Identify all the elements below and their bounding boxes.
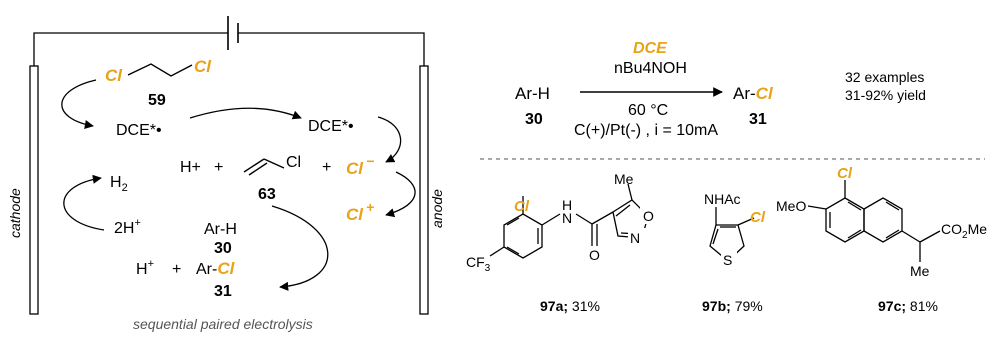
dce-cl-right: Cl (194, 57, 212, 76)
ex97c-methoxy: MeO (776, 198, 806, 214)
example-97c-structure (807, 180, 941, 262)
ex97c-methyl: Me (910, 263, 930, 279)
anode-label: anode (429, 189, 445, 228)
plus-3: + (172, 261, 181, 278)
proton-bottom: H+ (136, 258, 154, 278)
reaction-temperature: 60 °C (628, 102, 668, 119)
ex97a-methyl: Me (614, 171, 634, 187)
ex97a-ring-n: N (630, 230, 640, 246)
product-number: 31 (749, 111, 767, 128)
arrow-dce-reduction (61, 79, 97, 129)
arrow-chlorination (271, 205, 329, 291)
circuit-wire (33, 32, 425, 66)
dce-radical-right: DCE*• (308, 118, 354, 135)
arrow-hydrogen-evolution (63, 174, 105, 231)
arrow-fragmentation (377, 116, 402, 163)
product-compound-number: 31 (214, 283, 232, 300)
dce-compound-number: 59 (148, 92, 166, 109)
plus-2: + (322, 159, 331, 176)
chlorine-cation: Cl+ (346, 199, 374, 224)
chloride-anion: Cl− (346, 153, 374, 178)
ex97c-cl: Cl (837, 165, 853, 182)
product-label: Ar-Cl (733, 84, 774, 103)
dce-structure: Cl Cl 59 (105, 57, 212, 109)
ex97c-caption: 97c; 81% (878, 298, 938, 314)
ex97a-cl: Cl (514, 198, 530, 215)
cell-caption: sequential paired electrolysis (133, 316, 313, 332)
arrow-radical-transfer (189, 107, 302, 120)
ex97b-cl: Cl (750, 209, 766, 226)
aryl-chloride-product: Ar-Cl (196, 259, 236, 278)
arene-compound-number: 30 (214, 240, 232, 257)
dce-cl-left: Cl (105, 66, 123, 85)
arene-substrate: Ar-H (204, 221, 237, 238)
electrochemical-cell (29, 16, 429, 315)
ex97b-sulfur: S (723, 252, 732, 268)
ex97a-n: N (562, 210, 572, 226)
scope-yield: 31-92% yield (845, 87, 926, 103)
arrow-chloride-oxidation (385, 171, 416, 218)
cycle-arrows (61, 79, 416, 291)
reaction-electrodes: C(+)/Pt(-) , i = 10mA (574, 122, 718, 139)
ex97b-nhac: NHAc (704, 191, 741, 207)
reagent-base: nBu4NOH (614, 60, 687, 77)
vinyl-chloride-structure (243, 158, 285, 176)
ex97a-ring-o: O (643, 208, 654, 224)
dce-radical-left: DCE*• (116, 122, 162, 139)
substrate-label: Ar-H (515, 84, 550, 103)
proton-top: H+ (180, 159, 201, 176)
example-97a-structure (489, 183, 649, 259)
cathode-label: cathode (7, 188, 23, 238)
anode-electrode (419, 65, 429, 315)
reagent-dce: DCE (633, 40, 668, 57)
ex97a-cf3: CF3 (466, 254, 491, 274)
cathode-electrode (29, 65, 39, 315)
ex97a-caption: 97a; 31% (540, 298, 600, 314)
vinyl-compound-number: 63 (258, 186, 276, 203)
vinyl-cl: Cl (286, 154, 301, 171)
ex97a-carbonyl-o: O (589, 247, 600, 263)
ex97a-h: H (562, 197, 572, 213)
scope-examples: 32 examples (845, 69, 924, 85)
plus-1: + (214, 159, 223, 176)
substrate-number: 30 (525, 111, 543, 128)
ex97b-caption: 97b; 79% (702, 298, 763, 314)
ex97c-ester: CO2Me (941, 221, 987, 241)
hydrogen-gas: H2 (110, 174, 128, 194)
two-protons: 2H+ (114, 217, 141, 237)
